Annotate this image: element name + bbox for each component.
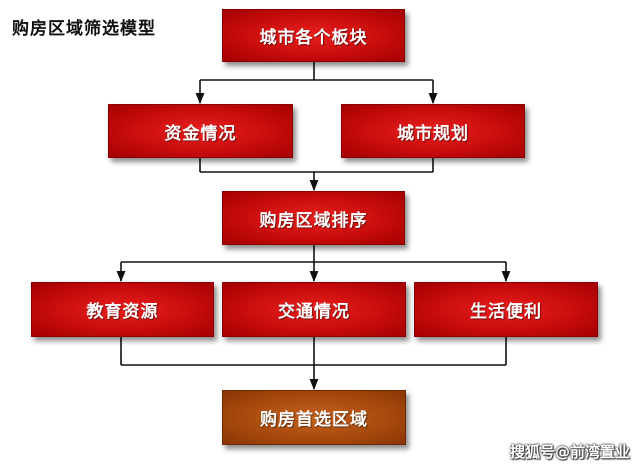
diagram-title: 购房区域筛选模型 [12,19,156,39]
node-area-ranking-label: 购房区域排序 [259,210,368,231]
node-living-label: 生活便利 [470,302,542,322]
node-city-sections-label: 城市各个板块 [259,28,368,48]
node-funds: 资金情况 [108,104,293,158]
node-living: 生活便利 [414,282,598,337]
node-funds-label: 资金情况 [164,123,237,144]
node-traffic-label: 交通情况 [278,302,350,322]
node-area-ranking: 购房区域排序 [222,191,405,245]
node-city-planning: 城市规划 [341,104,525,158]
node-preferred-area-label: 购房首选区域 [260,410,368,430]
watermark: 搜狐号@前湾置业 [509,443,630,461]
node-preferred-area: 购房首选区域 [222,390,406,445]
node-city-planning-label: 城市规划 [397,123,469,144]
node-education: 教育资源 [31,282,214,337]
node-traffic: 交通情况 [222,282,406,337]
node-city-sections: 城市各个板块 [222,9,405,62]
node-education-label: 教育资源 [86,302,159,322]
